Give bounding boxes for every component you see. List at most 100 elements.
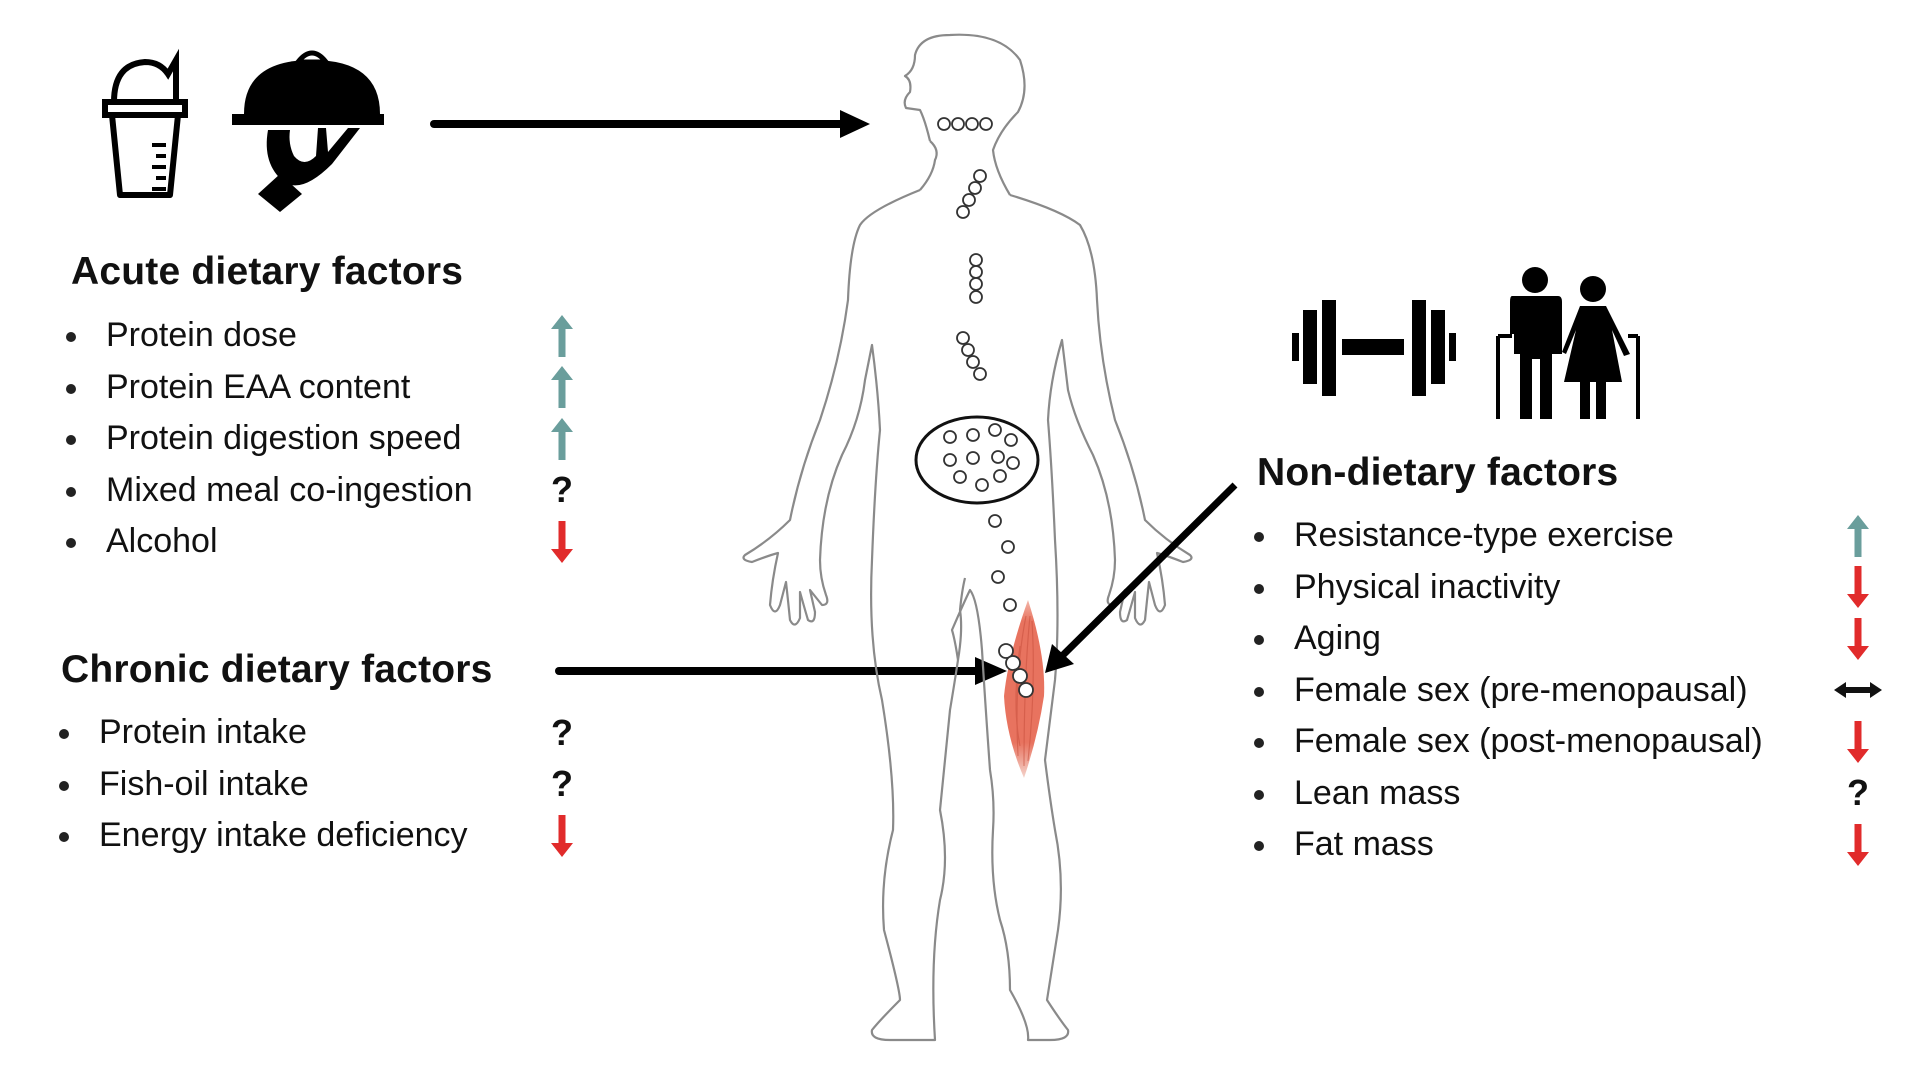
effect-indicator bbox=[542, 362, 582, 414]
bullet bbox=[66, 383, 76, 394]
effect-indicator bbox=[1834, 665, 1882, 717]
amino-acid-circle bbox=[943, 430, 957, 444]
arrow-up-icon bbox=[551, 417, 573, 460]
arrow-down-icon bbox=[1847, 823, 1869, 866]
amino-acid-circle bbox=[961, 343, 975, 357]
amino-acid-circle bbox=[1012, 668, 1028, 684]
bullet bbox=[1254, 635, 1264, 645]
non-dietary-list: Resistance-type exercise Physical inacti… bbox=[1254, 510, 1854, 871]
amino-acid-circle bbox=[937, 117, 951, 131]
amino-acid-circle bbox=[979, 117, 993, 131]
amino-acid-circle bbox=[962, 193, 976, 207]
arrow-down-icon bbox=[551, 520, 573, 563]
arrow-down-icon bbox=[1847, 566, 1869, 609]
effect-indicator: ? bbox=[542, 465, 582, 517]
food-tray-icon bbox=[232, 50, 384, 212]
arrow-up-icon bbox=[1847, 514, 1869, 557]
bullet bbox=[66, 538, 76, 548]
amino-acid-circle bbox=[1018, 682, 1034, 698]
question-mark-icon: ? bbox=[551, 763, 573, 805]
list-item: Protein digestion speed bbox=[66, 413, 586, 465]
amino-acid-circle bbox=[973, 367, 987, 381]
arrow-up-icon bbox=[551, 314, 573, 357]
amino-acid-circle bbox=[988, 423, 1002, 437]
bullet bbox=[1254, 789, 1264, 800]
bullet bbox=[1254, 738, 1264, 748]
amino-acid-circle bbox=[1005, 655, 1021, 671]
double-arrow-icon bbox=[1834, 682, 1882, 699]
list-item: Protein intake bbox=[59, 707, 579, 759]
list-item: Fish-oil intake bbox=[59, 759, 579, 811]
amino-acid-circle bbox=[966, 451, 980, 465]
effect-indicator bbox=[542, 810, 582, 862]
effect-indicator: ? bbox=[1838, 768, 1878, 820]
effect-indicator bbox=[1838, 562, 1878, 614]
dumbbell-icon bbox=[1292, 300, 1456, 396]
amino-acid-circle bbox=[969, 277, 983, 291]
amino-acid-circle bbox=[988, 514, 1002, 528]
bullet bbox=[66, 435, 76, 445]
intake-arrow bbox=[430, 110, 870, 138]
acute-heading: Acute dietary factors bbox=[71, 250, 464, 293]
amino-acid-circle bbox=[991, 570, 1005, 584]
effect-indicator bbox=[542, 413, 582, 465]
effect-indicator bbox=[1838, 819, 1878, 871]
amino-acid-circle bbox=[998, 643, 1014, 659]
arrow-up-icon bbox=[551, 366, 573, 409]
bullet bbox=[66, 486, 76, 497]
question-mark-icon: ? bbox=[551, 711, 573, 753]
amino-acid-circle bbox=[956, 205, 970, 219]
effect-indicator bbox=[1838, 613, 1878, 665]
effect-indicator bbox=[1838, 510, 1878, 562]
bullet bbox=[1254, 583, 1264, 594]
list-item: Fat mass bbox=[1254, 819, 1854, 871]
effect-indicator bbox=[542, 310, 582, 362]
amino-acid-circle bbox=[1004, 433, 1018, 447]
effect-indicator: ? bbox=[542, 707, 582, 759]
amino-acid-circle bbox=[975, 478, 989, 492]
list-item: Physical inactivity bbox=[1254, 562, 1854, 614]
effect-indicator: ? bbox=[542, 759, 582, 811]
bullet bbox=[66, 332, 76, 342]
amino-acid-circle bbox=[1003, 598, 1017, 612]
arrow-down-icon bbox=[1847, 617, 1869, 660]
question-mark-icon: ? bbox=[1847, 772, 1869, 814]
amino-acid-circle bbox=[966, 355, 980, 369]
amino-acid-circle bbox=[951, 117, 965, 131]
amino-acid-circle bbox=[1001, 540, 1015, 554]
list-item: Protein dose bbox=[66, 310, 586, 362]
list-item: Female sex (pre-menopausal) bbox=[1254, 665, 1854, 717]
amino-acid-circle bbox=[968, 181, 982, 195]
bullet bbox=[1254, 841, 1264, 851]
bullet bbox=[59, 729, 69, 739]
list-item: Resistance-type exercise bbox=[1254, 510, 1854, 562]
chronic-list: Protein intake Fish-oil intake Energy in… bbox=[59, 707, 579, 862]
amino-acid-circle bbox=[966, 428, 980, 442]
amino-acid-circle bbox=[953, 470, 967, 484]
bullet bbox=[59, 780, 69, 791]
amino-acid-circle bbox=[965, 117, 979, 131]
acute-list: Protein dose Protein EAA content Protein… bbox=[66, 310, 586, 568]
amino-acid-circle bbox=[943, 453, 957, 467]
effect-indicator bbox=[542, 516, 582, 568]
shaker-cup-icon bbox=[102, 48, 188, 198]
list-item: Mixed meal co-ingestion bbox=[66, 465, 586, 517]
stomach-icon bbox=[914, 415, 1040, 505]
question-mark-icon: ? bbox=[551, 469, 573, 511]
list-item: Lean mass bbox=[1254, 768, 1854, 820]
amino-acid-circle bbox=[1006, 456, 1020, 470]
list-item: Aging bbox=[1254, 613, 1854, 665]
bullet bbox=[1254, 532, 1264, 542]
bullet bbox=[59, 832, 69, 842]
non-dietary-heading: Non-dietary factors bbox=[1257, 451, 1619, 494]
chronic-heading: Chronic dietary factors bbox=[61, 648, 493, 691]
amino-acid-circle bbox=[956, 331, 970, 345]
amino-acid-circle bbox=[991, 450, 1005, 464]
amino-acid-circle bbox=[969, 290, 983, 304]
arrow-down-icon bbox=[1847, 720, 1869, 763]
effect-indicator bbox=[1838, 716, 1878, 768]
amino-acid-circle bbox=[993, 469, 1007, 483]
